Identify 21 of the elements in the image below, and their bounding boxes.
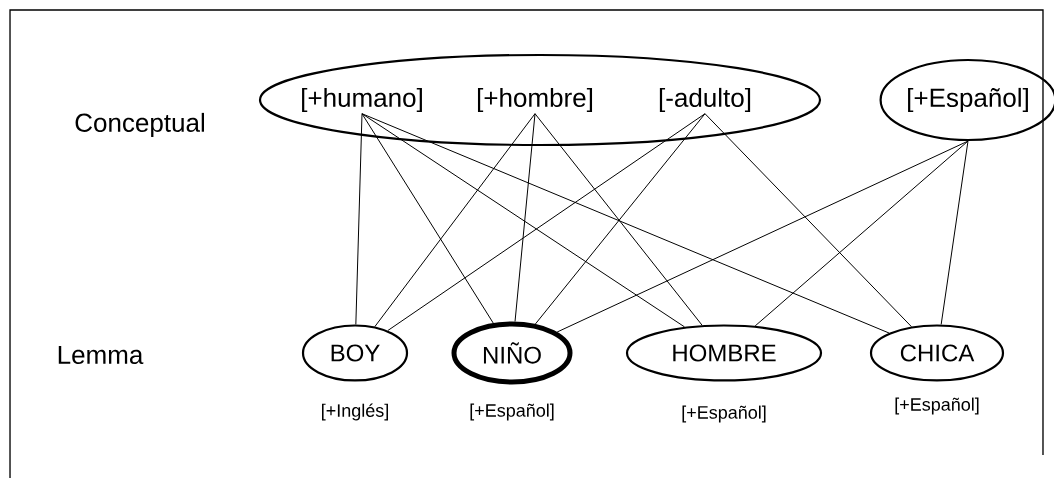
level-label: Lemma xyxy=(58,345,144,365)
feature-text: [+humano] xyxy=(302,87,422,113)
feature-note: [+Inglés] xyxy=(322,403,388,421)
connector-line xyxy=(514,113,536,323)
feature-note: [+Español] xyxy=(895,397,979,415)
concept-ellipse xyxy=(258,53,822,147)
feature-text: [+hombre] xyxy=(477,87,593,113)
connector-line xyxy=(940,140,969,325)
connector-line xyxy=(387,113,706,332)
connector-line xyxy=(374,113,536,327)
connector-line xyxy=(704,113,912,328)
connector-line xyxy=(754,140,969,327)
connector-line xyxy=(361,113,890,334)
level-label: Conceptual xyxy=(75,112,204,138)
connector-line xyxy=(361,113,685,328)
feature-note: [+Español] xyxy=(682,405,766,423)
connector-line xyxy=(556,140,969,333)
feature-note: [+Español] xyxy=(470,403,554,421)
connector-line xyxy=(361,113,494,324)
feature-text: [-adulto] xyxy=(659,87,751,113)
connector-line xyxy=(355,113,363,325)
